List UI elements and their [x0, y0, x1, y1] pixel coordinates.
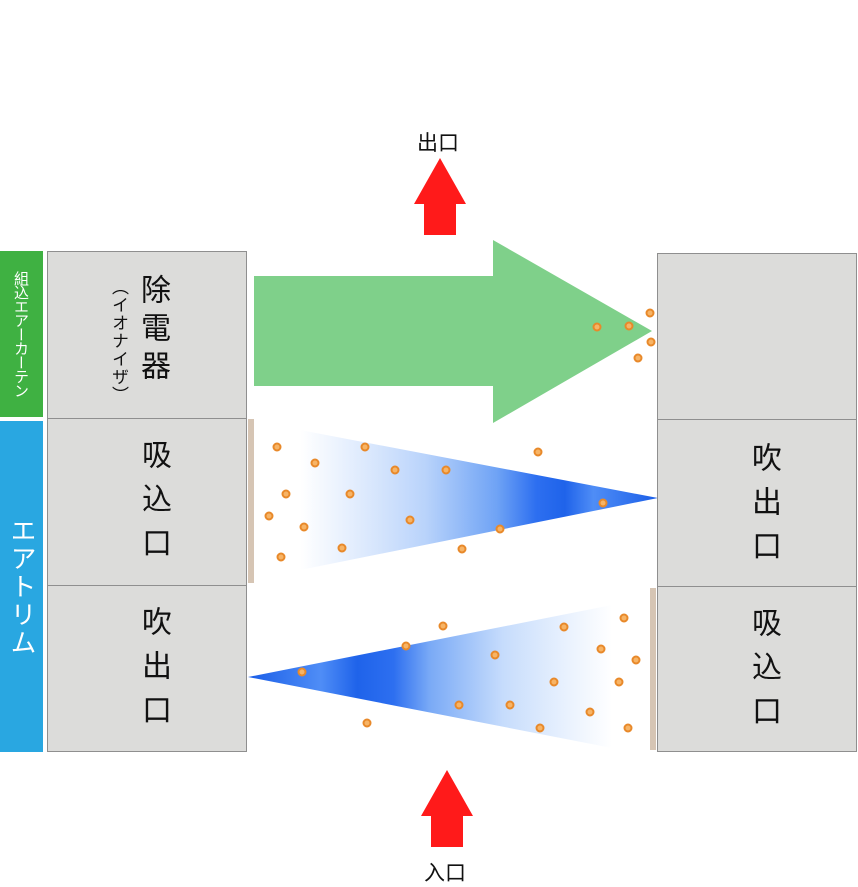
- right-intake-label: 吸込口: [746, 607, 781, 739]
- particle: [490, 650, 500, 660]
- left-outlet-label: 吹出口: [136, 606, 171, 738]
- entrance-up-arrow-icon: [421, 770, 473, 847]
- airflow-cone-left: [248, 605, 612, 748]
- ionizer-unit: 除電器 （イオナイザ）: [47, 251, 247, 419]
- particle: [337, 543, 347, 553]
- particle: [281, 489, 291, 499]
- exit-label: 出口: [417, 131, 459, 155]
- particle: [533, 447, 543, 457]
- airflow-cone-right: [300, 430, 658, 570]
- particle: [549, 677, 559, 687]
- particle: [405, 515, 415, 525]
- particle: [276, 552, 286, 562]
- particle: [614, 677, 624, 687]
- left-intake-edge: [248, 419, 254, 583]
- built-in-air-curtain-label: 組込エアーカーテン: [12, 271, 30, 397]
- air-trim-label: エアトリム: [6, 516, 36, 657]
- particle: [633, 353, 643, 363]
- particle: [619, 613, 629, 623]
- particle: [441, 465, 451, 475]
- particle: [535, 723, 545, 733]
- particle: [585, 707, 595, 717]
- left-outlet-unit: 吹出口: [47, 585, 247, 752]
- right-top-unit: [657, 253, 857, 420]
- air-trim-band: エアトリム: [0, 421, 43, 752]
- ionizer-label: 除電器: [135, 274, 170, 388]
- particle: [505, 700, 515, 710]
- particle: [646, 337, 656, 347]
- particle: [401, 641, 411, 651]
- particle: [624, 321, 634, 331]
- particle: [264, 511, 274, 521]
- particle: [345, 489, 355, 499]
- particle: [362, 718, 372, 728]
- particle: [297, 667, 307, 677]
- ionizer-sublabel: （イオナイザ）: [108, 278, 128, 404]
- particle: [495, 524, 505, 534]
- left-intake-unit: 吸込口: [47, 418, 247, 586]
- entrance-label: 入口: [424, 861, 466, 885]
- particle: [310, 458, 320, 468]
- particle: [596, 644, 606, 654]
- right-outlet-label: 吹出口: [746, 442, 781, 574]
- particle: [454, 700, 464, 710]
- particle: [559, 622, 569, 632]
- right-outlet-unit: 吹出口: [657, 419, 857, 587]
- particle: [390, 465, 400, 475]
- particle: [623, 723, 633, 733]
- right-intake-unit: 吸込口: [657, 586, 857, 752]
- particle: [360, 442, 370, 452]
- particle: [299, 522, 309, 532]
- built-in-air-curtain-band: 組込エアーカーテン: [0, 251, 43, 417]
- air-curtain-arrow: [254, 240, 652, 423]
- particle: [457, 544, 467, 554]
- particle: [272, 442, 282, 452]
- right-intake-edge: [650, 588, 656, 750]
- left-intake-label: 吸込口: [136, 439, 171, 571]
- particle: [592, 322, 602, 332]
- particle: [598, 498, 608, 508]
- particle: [438, 621, 448, 631]
- particle: [631, 655, 641, 665]
- exit-up-arrow-icon: [414, 158, 466, 235]
- dust-particles: [264, 308, 656, 733]
- particle: [645, 308, 655, 318]
